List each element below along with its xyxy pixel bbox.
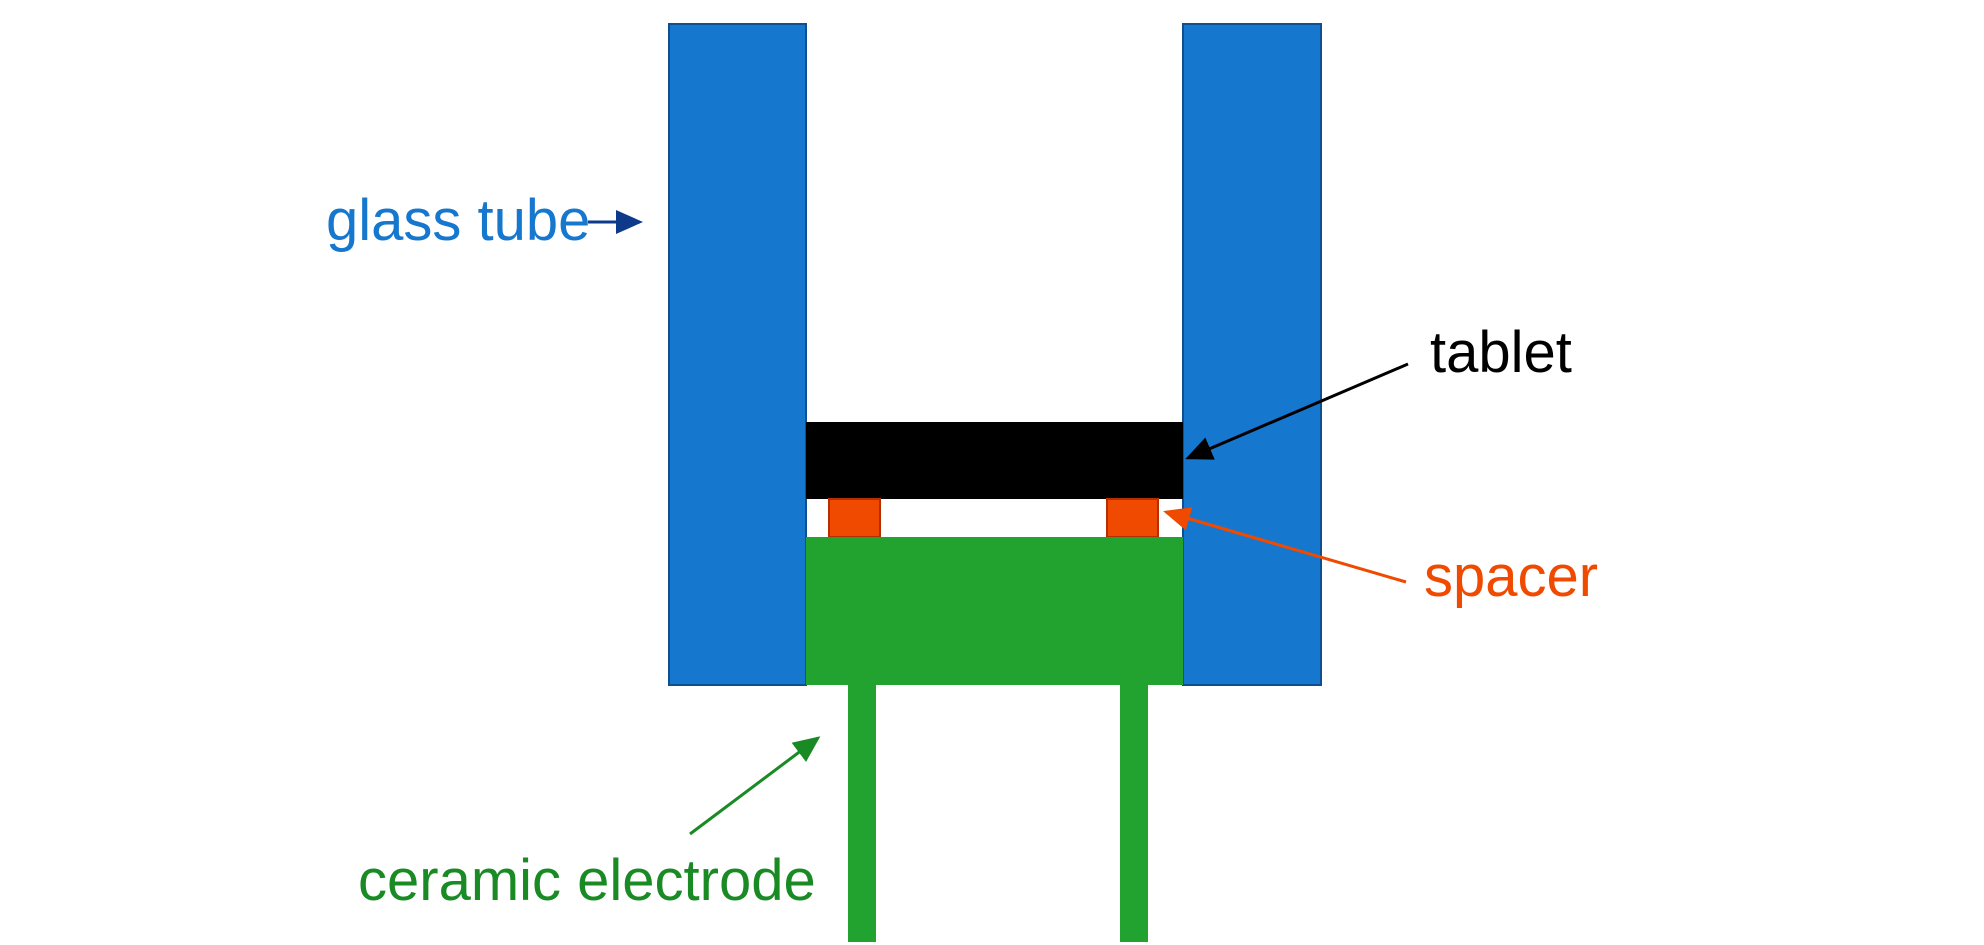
spacer-arrow xyxy=(1163,507,1407,584)
ceramic-electrode-arrow xyxy=(689,736,821,836)
spacer-right xyxy=(1106,498,1159,538)
tablet-label: tablet xyxy=(1430,320,1572,385)
glass-tube-label: glass tube xyxy=(326,188,590,253)
ceramic-electrode-label: ceramic electrode xyxy=(358,848,816,913)
ceramic-electrode-body xyxy=(806,537,1183,685)
ceramic-electrode-leg-left xyxy=(848,685,876,942)
tablet xyxy=(806,422,1183,499)
spacer-left xyxy=(828,498,881,538)
glass-tube-right-wall xyxy=(1182,23,1322,686)
spacer-label: spacer xyxy=(1424,544,1598,609)
tablet-arrow xyxy=(1185,362,1409,460)
ceramic-electrode-leg-right xyxy=(1120,685,1148,942)
glass-tube-left-wall xyxy=(668,23,807,686)
